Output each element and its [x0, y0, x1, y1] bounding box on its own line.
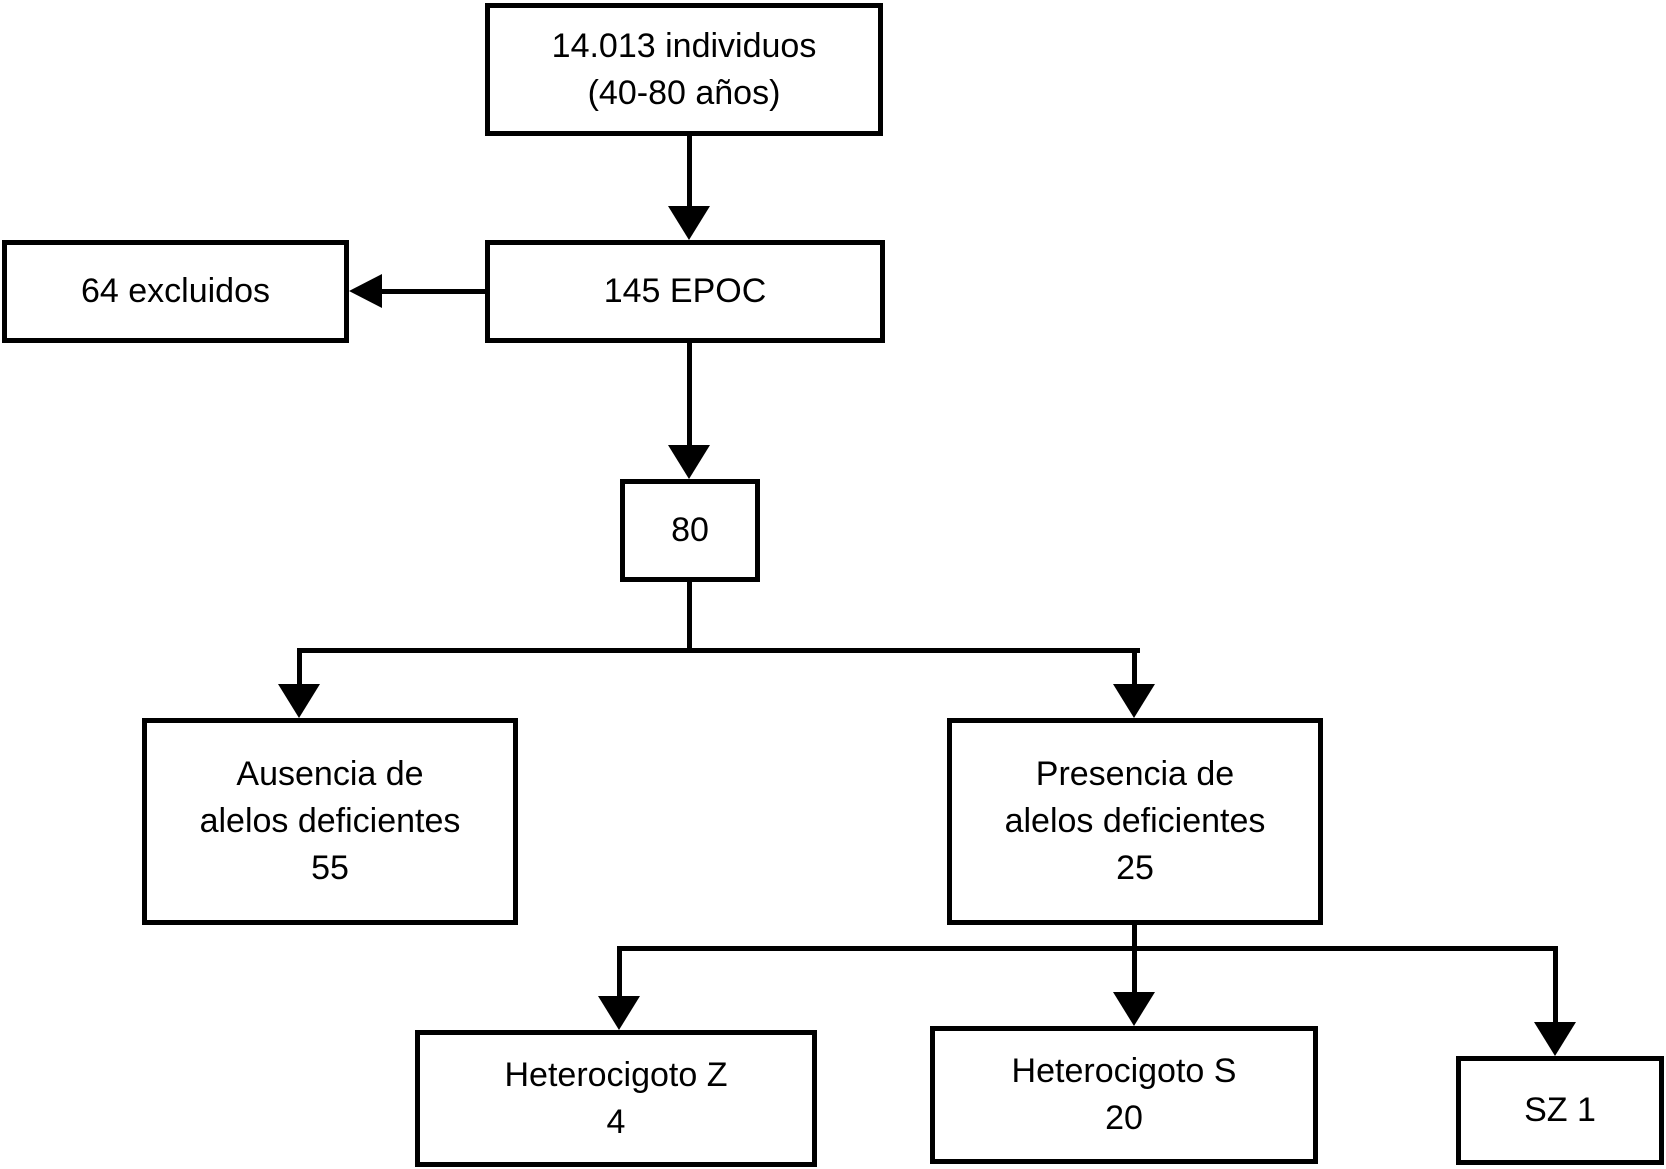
- node-presence: Presencia de alelos deficientes 25: [947, 718, 1323, 925]
- node-excluded: 64 excluidos: [2, 240, 349, 343]
- edge-presence-stem: [1132, 925, 1137, 951]
- node-epoc: 145 EPOC: [485, 240, 885, 343]
- arrowhead-epoc-icon: [668, 206, 710, 240]
- edge-branch-heterozygote-s: [1132, 949, 1137, 996]
- arrowhead-excluded-icon: [349, 274, 382, 308]
- edge-presence-branch-rail: [617, 946, 1558, 951]
- arrowhead-sz-icon: [1534, 1022, 1576, 1056]
- arrowhead-heterozygote-z-icon: [598, 996, 640, 1030]
- arrowhead-cohort-icon: [668, 445, 710, 479]
- edge-population-epoc: [687, 136, 692, 212]
- node-heterozygote-s: Heterocigoto S 20: [930, 1026, 1318, 1164]
- node-presence-line2: alelos deficientes: [1004, 802, 1266, 840]
- node-epoc-label: 145 EPOC: [603, 272, 767, 310]
- edge-cohort-stem: [687, 582, 692, 653]
- edge-branch-heterozygote-z: [617, 949, 622, 1000]
- node-absence-count: 55: [311, 849, 349, 887]
- edge-epoc-cohort: [687, 343, 692, 449]
- node-cohort: 80: [620, 479, 760, 582]
- node-excluded-label: 64 excluidos: [80, 272, 270, 310]
- edge-cohort-branch-rail: [297, 648, 1140, 653]
- node-heterozygote-z-label: Heterocigoto Z: [504, 1055, 728, 1094]
- arrowhead-heterozygote-s-icon: [1113, 992, 1155, 1026]
- node-population-line1: 14.013 individuos: [551, 26, 817, 65]
- node-sz-label: SZ 1: [1524, 1091, 1596, 1129]
- edge-epoc-excluded: [376, 289, 488, 294]
- edge-branch-presence: [1132, 650, 1137, 688]
- node-absence-line2: alelos deficientes: [199, 802, 461, 840]
- node-heterozygote-s-label: Heterocigoto S: [1011, 1052, 1237, 1090]
- node-cohort-label: 80: [671, 511, 709, 549]
- edge-branch-sz: [1553, 949, 1558, 1026]
- node-population-line2: (40-80 años): [587, 73, 781, 112]
- arrowhead-absence-icon: [278, 684, 320, 718]
- edge-branch-absence: [297, 650, 302, 688]
- node-heterozygote-z-count: 4: [606, 1102, 626, 1141]
- node-heterozygote-z: Heterocigoto Z 4: [415, 1030, 817, 1167]
- node-population: 14.013 individuos (40-80 años): [485, 3, 883, 136]
- node-presence-count: 25: [1116, 849, 1154, 887]
- node-absence-line1: Ausencia de: [236, 755, 424, 793]
- arrowhead-presence-icon: [1113, 684, 1155, 718]
- node-heterozygote-s-count: 20: [1105, 1099, 1143, 1137]
- node-absence: Ausencia de alelos deficientes 55: [142, 718, 518, 925]
- node-sz: SZ 1: [1456, 1056, 1664, 1165]
- node-presence-line1: Presencia de: [1035, 755, 1235, 793]
